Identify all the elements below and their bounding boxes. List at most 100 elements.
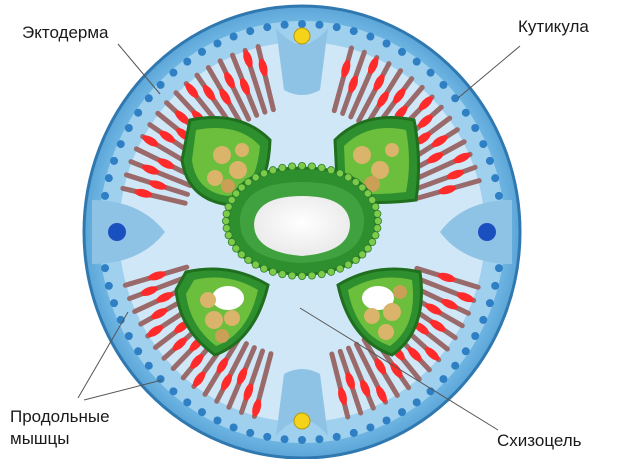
intestine-bead [352, 179, 359, 186]
intestine-bead [222, 217, 229, 224]
intestine-bead [238, 251, 245, 258]
intestine-bead [374, 217, 381, 224]
intestine-bead [369, 196, 376, 203]
ectoderm-cell [439, 375, 447, 383]
intestine-bead [228, 238, 235, 245]
intestine-bead [308, 163, 315, 170]
intestine-bead [372, 232, 379, 239]
ectoderm-cell [213, 39, 221, 47]
intestine-bead [336, 265, 343, 272]
intestine-bead [318, 164, 325, 171]
ectoderm-cell [169, 387, 177, 395]
intestine-bead [336, 170, 343, 177]
intestine-bead [318, 271, 325, 278]
intestine-bead [352, 256, 359, 263]
intestine-bead [345, 174, 352, 181]
label-longitudinal-muscles-1: Продольные [10, 407, 110, 426]
ectoderm-cell [110, 157, 118, 165]
intestine-bead [288, 163, 295, 170]
ectoderm-cell [157, 81, 165, 89]
ectoderm-cell [462, 347, 470, 355]
ectoderm-cell [101, 192, 109, 200]
ectoderm-cell [366, 33, 374, 41]
ectoderm-cell [263, 433, 271, 441]
intestine-bead [245, 256, 252, 263]
ectoderm-cell [281, 435, 289, 443]
ectoderm-cell [471, 332, 479, 340]
ectoderm-cell [383, 39, 391, 47]
intestine-bead [233, 245, 240, 252]
ectoderm-cell [427, 69, 435, 77]
ectoderm-cell [491, 282, 499, 290]
ectoderm-cell [495, 192, 503, 200]
intestine-bead [298, 272, 305, 279]
nerve-cord-dorsal-icon [294, 28, 310, 44]
intestine-bead [245, 179, 252, 186]
ectoderm-cell [134, 109, 142, 117]
ectoderm-cell [281, 21, 289, 29]
intestine-bead [279, 164, 286, 171]
ectoderm-cell [298, 20, 306, 28]
ectoderm-cell [333, 23, 341, 31]
intestine-bead [288, 272, 295, 279]
ectoderm-cell [230, 33, 238, 41]
ectoderm-cell [451, 362, 459, 370]
ectoderm-cell [462, 109, 470, 117]
intestine-bead [359, 251, 366, 258]
intestine-bead [298, 162, 305, 169]
ectoderm-cell [213, 417, 221, 425]
intestine-bead [364, 245, 371, 252]
intestine-bead [228, 196, 235, 203]
ectoderm-cell [439, 81, 447, 89]
intestine-bead [252, 174, 259, 181]
ectoderm-cell [491, 174, 499, 182]
intestine-bead [225, 232, 232, 239]
lateral-canal-icon [478, 223, 496, 241]
intestine-bead [327, 167, 334, 174]
ectoderm-cell [183, 58, 191, 66]
intestine-bead [369, 238, 376, 245]
ectoderm-cell [145, 362, 153, 370]
ectoderm-cell [451, 94, 459, 102]
label-ectoderm: Эктодерма [22, 23, 109, 42]
ectoderm-cell [333, 433, 341, 441]
intestine-bead [252, 261, 259, 268]
ectoderm-cell [479, 140, 487, 148]
ectoderm-cell [315, 435, 323, 443]
intestine-bead [345, 261, 352, 268]
ectoderm-cell [198, 48, 206, 56]
intestine-bead [308, 272, 315, 279]
intestine-bead [327, 268, 334, 275]
ectoderm-cell [157, 375, 165, 383]
nerve-cord-ventral-icon [294, 413, 310, 429]
ectoderm-cell [183, 398, 191, 406]
intestine-bead [223, 225, 230, 232]
ectoderm-cell [230, 423, 238, 431]
ectoderm-cell [398, 408, 406, 416]
intestine-bead [279, 271, 286, 278]
label-longitudinal-muscles-2: мышцы [10, 429, 70, 448]
intestine-bead [233, 190, 240, 197]
ectoderm-cell [105, 174, 113, 182]
cuticle-leader [458, 46, 520, 98]
intestine-bead [269, 167, 276, 174]
ectoderm-cell [246, 27, 254, 35]
ectoderm-cell [145, 94, 153, 102]
ectoderm-cell [495, 264, 503, 272]
ectoderm-cell [471, 124, 479, 132]
label-cuticle: Кутикула [518, 17, 589, 36]
label-schizocoel: Схизоцель [497, 431, 582, 450]
ectoderm-cell [479, 316, 487, 324]
ectoderm-cell [105, 282, 113, 290]
ectoderm-cell [350, 27, 358, 35]
intestine-bead [223, 210, 230, 217]
ectoderm-cell [125, 332, 133, 340]
intestine-bead [238, 184, 245, 191]
ectoderm-cell [117, 140, 125, 148]
ectoderm-cell [246, 429, 254, 437]
ectoderm-cell [383, 417, 391, 425]
ectoderm-cell [413, 58, 421, 66]
intestine-lumen [254, 196, 350, 256]
intestine-bead [269, 268, 276, 275]
